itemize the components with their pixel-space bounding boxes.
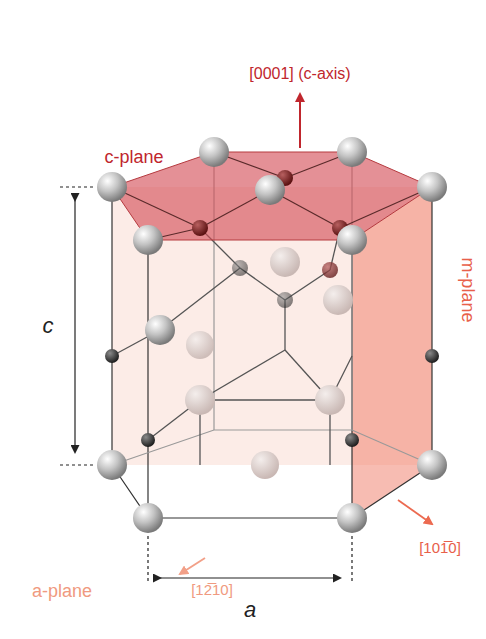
plane-label: a-plane [32,582,92,602]
dimension-label: a [244,598,256,622]
direction-label: [101̅0] [419,540,461,557]
direction-label: [12̅10] [191,582,233,599]
dimension-label: c [43,314,54,338]
plane-label: c-plane [104,148,163,168]
plane-label: m-plane [458,257,478,322]
axis-label: [0001] (c-axis) [249,65,350,83]
